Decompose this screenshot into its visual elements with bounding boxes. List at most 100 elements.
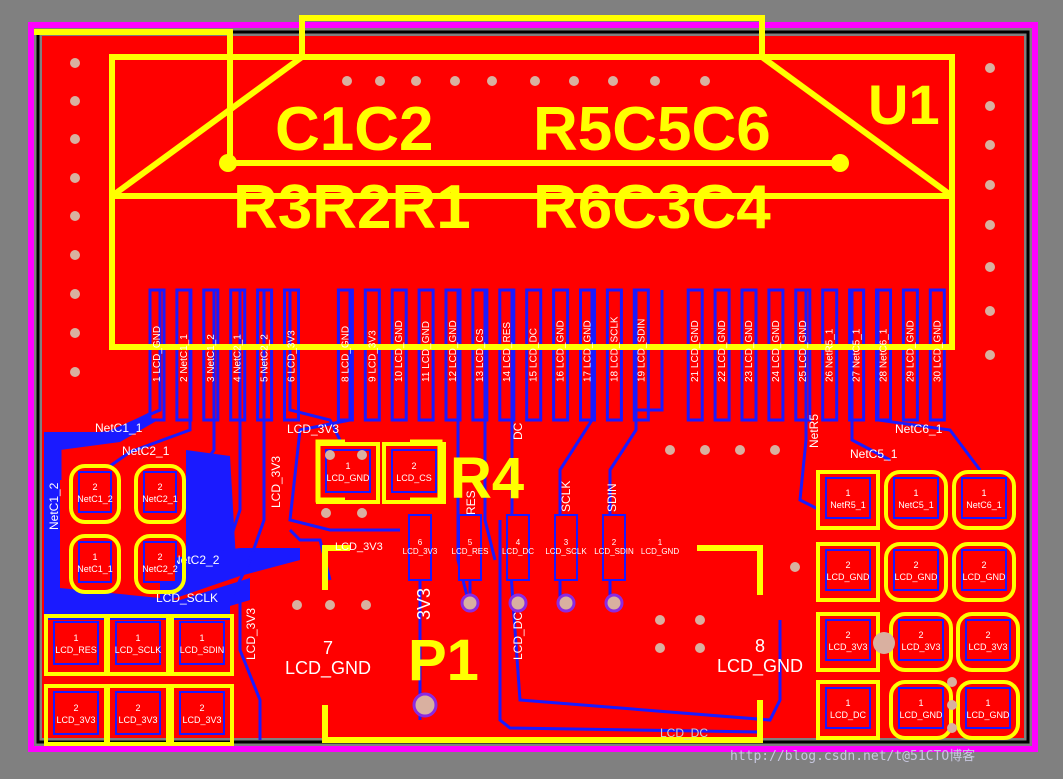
svg-text:1: 1 xyxy=(918,698,923,708)
net-label: NetC6_1 xyxy=(895,422,943,436)
svg-text:1: 1 xyxy=(658,538,663,547)
fpc-pin-label: 22 LCD_GND xyxy=(717,320,728,382)
fpc-pin-label: 3 NetC1_2 xyxy=(206,334,217,382)
svg-text:2: 2 xyxy=(157,552,162,562)
fpc-finger xyxy=(363,288,381,422)
fpc-pin-label: 24 LCD_GND xyxy=(771,320,782,382)
net-label: LCD_DC xyxy=(660,726,708,740)
net-label: DC xyxy=(511,422,525,440)
label-r3r2r1: R3R2R1 xyxy=(233,173,471,242)
net-label: NetR5 xyxy=(807,414,821,448)
fpc-finger xyxy=(498,288,516,422)
svg-text:1: 1 xyxy=(135,633,140,643)
svg-text:2: 2 xyxy=(199,703,204,713)
svg-text:1: 1 xyxy=(345,461,350,471)
net-label: NetC2_1 xyxy=(122,444,170,458)
fpc-finger xyxy=(605,288,623,422)
fpc-pin-label: 13 LCD_CS xyxy=(475,328,486,382)
svg-text:2: 2 xyxy=(92,482,97,492)
net-label: NetC2_2 xyxy=(172,553,220,567)
svg-text:LCD_3V3: LCD_3V3 xyxy=(901,642,940,652)
big-pad-8-net: LCD_GND xyxy=(717,656,803,677)
fpc-pin-label: 28 NetC6_1 xyxy=(879,328,890,382)
svg-text:3: 3 xyxy=(564,538,569,547)
svg-text:LCD_3V3: LCD_3V3 xyxy=(968,642,1007,652)
svg-text:1: 1 xyxy=(845,698,850,708)
svg-text:LCD_3V3: LCD_3V3 xyxy=(182,715,221,725)
fpc-pin-label: 29 LCD_GND xyxy=(905,320,916,382)
svg-text:LCD_3V3: LCD_3V3 xyxy=(56,715,95,725)
svg-text:4: 4 xyxy=(516,538,521,547)
fpc-finger xyxy=(928,288,946,422)
svg-text:LCD_DC: LCD_DC xyxy=(830,710,867,720)
header-left xyxy=(70,58,80,377)
net-label: NetC1_1 xyxy=(95,421,143,435)
label-p1: P1 xyxy=(408,628,479,693)
label-c1c2: C1C2 xyxy=(275,95,434,164)
fpc-pin-label: 6 LCD_3V3 xyxy=(287,330,298,382)
fpc-finger xyxy=(713,288,731,422)
svg-text:1: 1 xyxy=(845,488,850,498)
svg-text:LCD_SDIN: LCD_SDIN xyxy=(180,645,225,655)
u1-pin-dot xyxy=(831,154,849,172)
fpc-finger xyxy=(417,288,435,422)
net-label: LCD_3V3 xyxy=(244,608,258,660)
net-label: LCD_3V3 xyxy=(335,541,383,553)
net-label: 3V3 xyxy=(414,588,434,620)
svg-text:LCD_3V3: LCD_3V3 xyxy=(828,642,867,652)
fpc-pin-label: 16 LCD_GND xyxy=(556,320,567,382)
svg-text:1: 1 xyxy=(73,633,78,643)
svg-text:2: 2 xyxy=(845,560,850,570)
svg-text:1: 1 xyxy=(913,488,918,498)
watermark: http://blog.csdn.net/t@51CTO博客 xyxy=(730,748,975,764)
fpc-pin-label: 18 LCD_SCLK xyxy=(609,316,620,382)
fpc-pin-label: 17 LCD_GND xyxy=(583,320,594,382)
svg-text:2: 2 xyxy=(612,538,617,547)
svg-text:2: 2 xyxy=(135,703,140,713)
svg-text:NetC6_1: NetC6_1 xyxy=(966,500,1002,510)
fpc-pin-label: 9 LCD_3V3 xyxy=(367,330,378,382)
svg-text:LCD_3V3: LCD_3V3 xyxy=(403,547,438,556)
svg-text:LCD_RES: LCD_RES xyxy=(452,547,489,556)
big-pad-7: 7 LCD_GND xyxy=(285,600,371,679)
big-pad-8: 8 LCD_GND xyxy=(655,445,803,677)
fpc-pin-label: 19 LCD_SDIN xyxy=(636,319,647,382)
svg-text:1: 1 xyxy=(92,552,97,562)
svg-text:2: 2 xyxy=(981,560,986,570)
label-r4: R4 xyxy=(450,446,524,511)
svg-text:NetC2_2: NetC2_2 xyxy=(142,564,178,574)
fpc-finger xyxy=(767,288,785,422)
fpc-pin-label: 12 LCD_GND xyxy=(448,320,459,382)
svg-text:LCD_GND: LCD_GND xyxy=(326,473,370,483)
fpc-pin-label: 1 LCD_GND xyxy=(152,326,163,382)
fpc-pin-label: 21 LCD_GND xyxy=(690,320,701,382)
header-right xyxy=(985,63,995,360)
bottom-layer-region xyxy=(44,290,250,620)
header-top xyxy=(342,76,710,86)
svg-text:2: 2 xyxy=(918,630,923,640)
trace-net-labels: NetC1_1 NetC2_1 LCD_3V3 LCD_3V3 LCD_SCLK… xyxy=(47,414,943,740)
fpc-finger xyxy=(471,288,489,422)
fpc-pin-label: 30 LCD_GND xyxy=(932,320,943,382)
svg-text:LCD_SDIN: LCD_SDIN xyxy=(594,547,634,556)
svg-text:LCD_GND: LCD_GND xyxy=(962,572,1006,582)
label-r5c5c6: R5C5C6 xyxy=(533,95,771,164)
svg-text:2: 2 xyxy=(157,482,162,492)
